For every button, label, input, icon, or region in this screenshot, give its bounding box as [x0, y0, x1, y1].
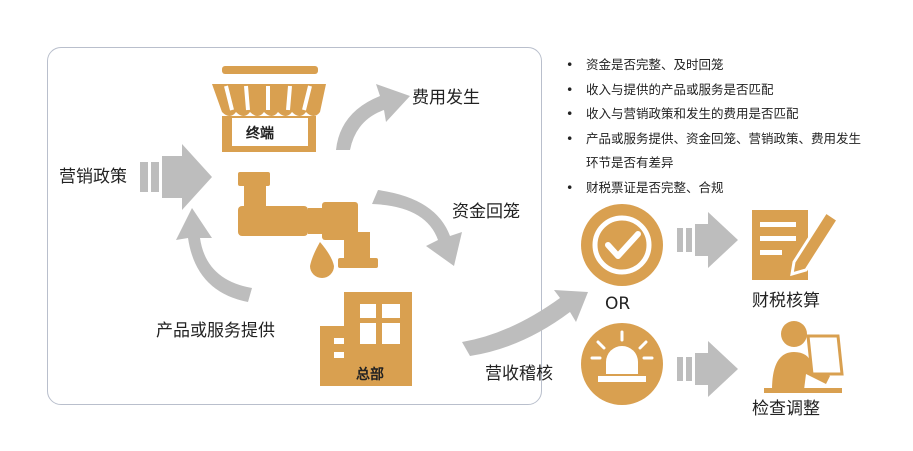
alarm-circle-icon	[581, 323, 663, 405]
expense-incurred-label: 费用发生	[412, 88, 480, 108]
headquarters-icon	[320, 292, 412, 386]
revenue-audit-label: 营收稽核	[485, 364, 553, 384]
drop-icon	[310, 242, 334, 278]
fund-collection-label: 资金回笼	[452, 202, 520, 222]
headquarters-label: 总部	[356, 367, 384, 383]
checkpoint-item: 财税票证是否完整、合规	[566, 176, 866, 201]
checkpoint-item: 资金是否完整、及时回笼	[566, 53, 866, 78]
inspect-adjust-label: 检查调整	[752, 399, 820, 419]
document-pen-icon	[752, 209, 841, 280]
checkpoint-list: 资金是否完整、及时回笼 收入与提供的产品或服务是否匹配 收入与营销政策和发生的费…	[566, 53, 866, 200]
checkpoint-item: 收入与营销政策和发生的费用是否匹配	[566, 102, 866, 127]
shop-icon	[212, 66, 326, 152]
check-circle-icon	[581, 204, 663, 286]
arrows	[140, 84, 738, 397]
shop-label: 终端	[246, 126, 274, 142]
checkpoint-item: 收入与提供的产品或服务是否匹配	[566, 78, 866, 103]
tax-accounting-label: 财税核算	[752, 291, 820, 311]
product-service-label: 产品或服务提供	[156, 321, 275, 341]
pipe-icon	[238, 172, 378, 268]
checkpoint-item: 产品或服务提供、资金回笼、营销政策、费用发生环节是否有差异	[566, 127, 866, 176]
marketing-policy-label: 营销政策	[59, 167, 127, 187]
person-review-icon	[764, 321, 844, 393]
or-label: OR	[605, 294, 631, 314]
